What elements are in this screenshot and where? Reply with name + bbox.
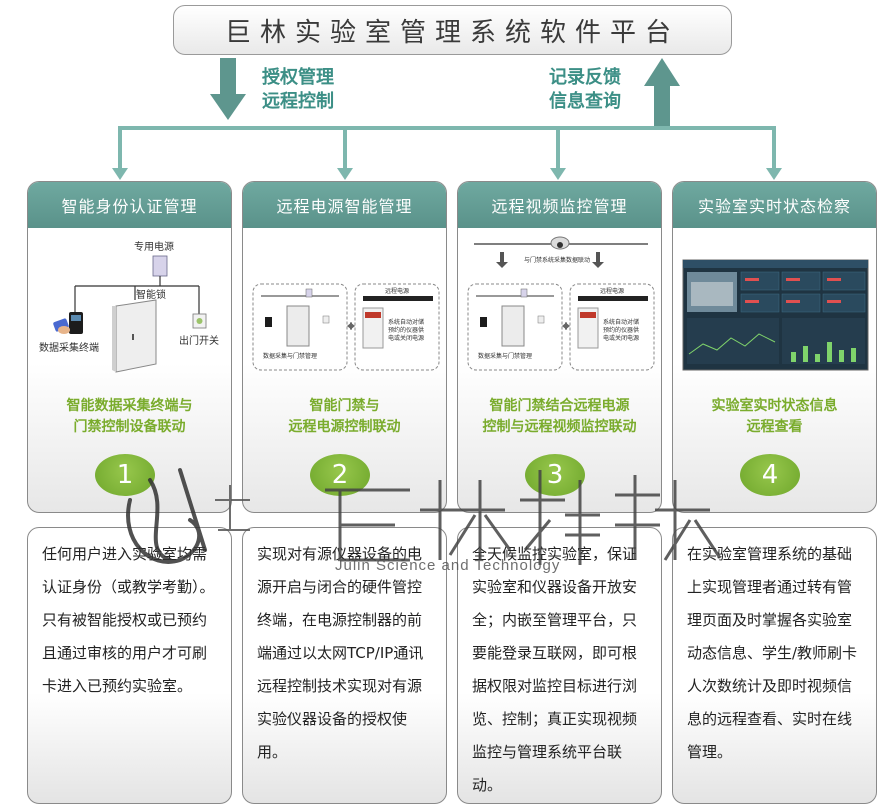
card-caption: 智能数据采集终端与 门禁控制设备联动 bbox=[28, 396, 231, 438]
exit-switch-label: 出门开关 bbox=[179, 334, 219, 347]
door-icon bbox=[501, 305, 525, 347]
card-caption-line2: 门禁控制设备联动 bbox=[73, 419, 186, 435]
watermark-english: Julin Science and Technology bbox=[335, 557, 561, 574]
door-icon bbox=[115, 299, 157, 373]
up-flow-label: 记录反馈 信息查询 bbox=[549, 66, 621, 114]
remote-power-label: 远程电源 bbox=[385, 287, 409, 295]
power-supply-icon bbox=[152, 255, 168, 277]
link-arrow-right-icon bbox=[565, 322, 570, 330]
connector-4 bbox=[772, 126, 776, 170]
connector-2 bbox=[343, 126, 347, 170]
remote-power-diagram: 数据采集与门禁管理 远程电源 系统自动对储 预约的仪器供 电或关闭电源 bbox=[252, 283, 440, 371]
card-caption: 实验室实时状态信息 远程查看 bbox=[673, 396, 876, 438]
down-arrow-icon bbox=[210, 58, 246, 120]
terminal-icon bbox=[480, 317, 487, 327]
card-realtime-status: 实验室实时状态检察 实验室实时状态信息 远程查看 4 bbox=[672, 181, 877, 513]
step-number-badge: 3 bbox=[525, 454, 585, 496]
left-panel-label: 数据采集与门禁管理 bbox=[478, 352, 532, 360]
connector-arrowhead-3 bbox=[550, 168, 566, 180]
card-caption-line2: 控制与远程视频监控联动 bbox=[482, 419, 637, 435]
down-arrow-icon bbox=[496, 262, 508, 268]
card-identity-auth: 智能身份认证管理 专用电源 智能锁 数据采集终端 出门开关 智能数据采集终端与 … bbox=[27, 181, 232, 513]
door-icon bbox=[286, 305, 310, 347]
step-number-badge: 1 bbox=[95, 454, 155, 496]
left-panel-label: 数据采集与门禁管理 bbox=[263, 352, 317, 360]
description-remote-power: 实现对有源仪器设备的电源开启与闭合的硬件管控终端，在电源控制器的前端通过以太网T… bbox=[242, 527, 447, 804]
connector-1 bbox=[118, 126, 122, 170]
auto-label-line2: 预约的仪器供 bbox=[603, 326, 639, 334]
card-header: 远程电源智能管理 bbox=[243, 182, 446, 228]
description-realtime-status: 在实验室管理系统的基础上实现管理者通过转有管理页面及时掌握各实验室动态信息、学生… bbox=[672, 527, 877, 804]
down-arrow-icon bbox=[592, 262, 604, 268]
video-monitoring-diagram: 与门禁系统采集数据联动 数据采集与门禁管理 远程电源 系统自动对储 预约的仪器供… bbox=[467, 236, 655, 371]
auto-label-line1: 系统自动对储 bbox=[388, 318, 424, 326]
distribution-bar bbox=[118, 126, 776, 130]
card-caption-line1: 智能数据采集终端与 bbox=[66, 398, 193, 414]
link-arrow-right-icon bbox=[350, 322, 355, 330]
description-identity-auth: 任何用户进入实验室均需认证身份（或教学考勤）。只有被智能授权或已预约且通过审核的… bbox=[27, 527, 232, 804]
dashboard-screenshot bbox=[682, 259, 869, 371]
down-flow-label-line1: 授权管理 bbox=[262, 67, 334, 88]
smart-lock-label: 智能锁 bbox=[136, 288, 166, 301]
auto-label-line2: 预约的仪器供 bbox=[388, 326, 424, 334]
power-supply-label: 专用电源 bbox=[134, 240, 174, 253]
camera-link-label: 与门禁系统采集数据联动 bbox=[524, 256, 590, 264]
card-caption-line2: 远程电源控制联动 bbox=[288, 419, 401, 435]
up-flow-label-line2: 信息查询 bbox=[549, 91, 621, 112]
card-caption-line1: 智能门禁与 bbox=[309, 398, 380, 414]
card-caption: 智能门禁与 远程电源控制联动 bbox=[243, 396, 446, 438]
up-flow-label-line1: 记录反馈 bbox=[549, 67, 621, 88]
auto-label-line3: 电或关闭电源 bbox=[603, 334, 639, 342]
connector-3 bbox=[556, 126, 560, 170]
terminal-icon bbox=[265, 317, 272, 327]
down-flow-label-line2: 远程控制 bbox=[262, 91, 334, 112]
up-arrow-icon bbox=[644, 58, 680, 126]
power-strip-icon bbox=[363, 296, 433, 301]
connector-arrowhead-1 bbox=[112, 168, 128, 180]
down-flow-label: 授权管理 远程控制 bbox=[262, 66, 334, 114]
card-caption-line1: 实验室实时状态信息 bbox=[711, 398, 838, 414]
terminal-label: 数据采集终端 bbox=[39, 341, 99, 354]
step-number-badge: 2 bbox=[310, 454, 370, 496]
power-strip-icon bbox=[578, 296, 648, 301]
card-header: 实验室实时状态检察 bbox=[673, 182, 876, 228]
step-number-badge: 4 bbox=[740, 454, 800, 496]
connector-arrowhead-4 bbox=[766, 168, 782, 180]
auto-label-line1: 系统自动对储 bbox=[603, 318, 639, 326]
card-caption-line2: 远程查看 bbox=[746, 419, 803, 435]
remote-power-label: 远程电源 bbox=[600, 287, 624, 295]
platform-title: 巨林实验室管理系统软件平台 bbox=[173, 5, 732, 55]
card-header: 智能身份认证管理 bbox=[28, 182, 231, 228]
card-header: 远程视频监控管理 bbox=[458, 182, 661, 228]
card-caption: 智能门禁结合远程电源 控制与远程视频监控联动 bbox=[458, 396, 661, 438]
card-remote-power: 远程电源智能管理 数据采集与门禁管理 远程电源 系统自动对储 预约的仪器供 电或… bbox=[242, 181, 447, 513]
auto-label-line3: 电或关闭电源 bbox=[388, 334, 424, 342]
access-control-diagram: 专用电源 智能锁 数据采集终端 出门开关 bbox=[39, 240, 219, 373]
connector-arrowhead-2 bbox=[337, 168, 353, 180]
exit-switch-icon bbox=[322, 315, 330, 324]
card-video-monitoring: 远程视频监控管理 与门禁系统采集数据联动 数据采集与门禁管理 远程电源 系统自动… bbox=[457, 181, 662, 513]
exit-switch-icon bbox=[537, 315, 545, 324]
card-caption-line1: 智能门禁结合远程电源 bbox=[489, 398, 630, 414]
